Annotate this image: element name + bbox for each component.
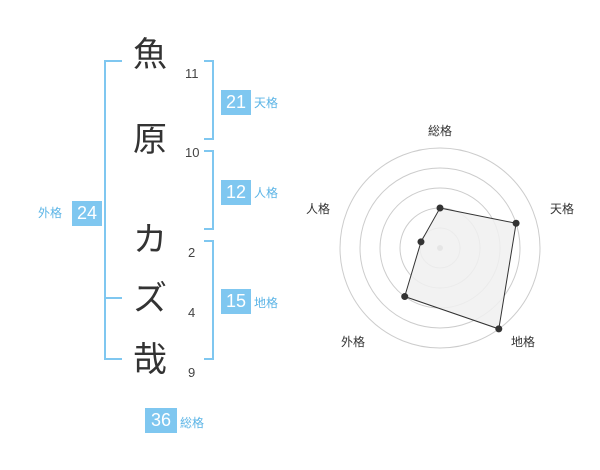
- radar-labels: 総格 天格 地格 外格 人格: [306, 123, 574, 349]
- jinkaku-bracket-vertical: [212, 150, 214, 230]
- radar-axis-label-chikaku: 地格: [511, 334, 535, 349]
- radar-area: [404, 207, 517, 330]
- soukaku-value-badge: 36: [145, 408, 177, 433]
- jinkaku-bracket-top: [204, 150, 214, 152]
- name-char-4: ズ: [133, 279, 167, 319]
- jinkaku-bracket-bottom: [204, 228, 214, 230]
- tenkaku-bracket-vertical: [212, 60, 214, 140]
- tenkaku-value-badge: 21: [221, 90, 251, 115]
- stroke-count-3: 2: [188, 245, 196, 260]
- radar-axis-label-tenkaku: 天格: [550, 201, 574, 216]
- chikaku-value-badge: 15: [221, 289, 251, 314]
- radar-axis-label-gaikaku: 外格: [341, 334, 365, 349]
- radar-axis-label-soukaku: 総格: [428, 123, 452, 138]
- tenkaku-bracket-bottom: [204, 138, 214, 140]
- name-char-3: カ: [133, 220, 167, 260]
- radar-axis-label-jinkaku: 人格: [306, 201, 330, 216]
- gaikaku-bracket-top: [104, 60, 122, 62]
- gaikaku-label: 外格: [38, 206, 63, 220]
- stroke-count-4: 4: [188, 305, 196, 320]
- radar-point-soukaku: [436, 204, 444, 212]
- radar-chart: 総格 天格 地格 外格 人格: [306, 123, 574, 349]
- chikaku-bracket-vertical: [212, 240, 214, 360]
- stroke-count-2: 10: [185, 145, 200, 160]
- radar-ring-5: [339, 147, 541, 349]
- radar-ring-4: [359, 167, 521, 329]
- chikaku-bracket-top: [204, 240, 214, 242]
- jinkaku-value-badge: 12: [221, 180, 251, 205]
- radar-point-gaikaku: [401, 293, 409, 301]
- name-char-2: 原: [133, 120, 167, 160]
- gaikaku-bracket-vertical: [104, 60, 106, 360]
- chikaku-label: 地格: [254, 296, 279, 310]
- radar-point-chikaku: [495, 325, 503, 333]
- radar-points: [401, 204, 520, 333]
- stroke-count-1: 11: [185, 66, 199, 81]
- radar-point-jinkaku: [417, 238, 425, 246]
- tenkaku-bracket-top: [204, 60, 214, 62]
- soukaku-label: 総格: [180, 416, 205, 430]
- gaikaku-value-badge: 24: [72, 201, 102, 226]
- jinkaku-label: 人格: [254, 186, 279, 200]
- radar-point-tenkaku: [512, 219, 520, 227]
- gaikaku-bracket-bottom: [104, 358, 122, 360]
- chikaku-bracket-bottom: [204, 358, 214, 360]
- tenkaku-label: 天格: [254, 96, 279, 110]
- name-char-5: 哉: [133, 340, 167, 380]
- name-char-1: 魚: [133, 35, 167, 75]
- stroke-count-5: 9: [188, 365, 196, 380]
- gaikaku-bracket-mid: [104, 297, 122, 299]
